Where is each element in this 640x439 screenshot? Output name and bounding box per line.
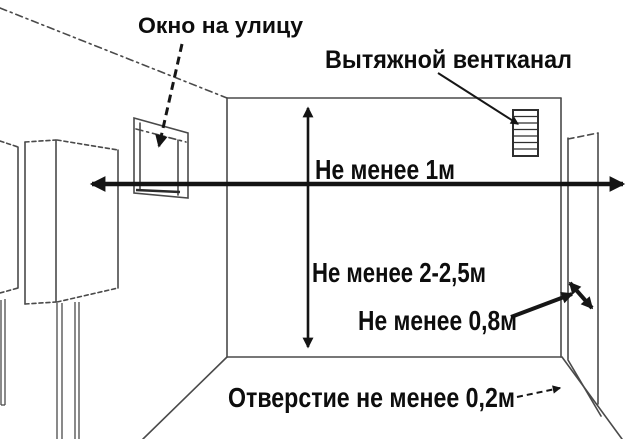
ceiling-edge-line bbox=[0, 7, 228, 99]
exhaust-vent-grille-icon bbox=[512, 109, 539, 157]
room-outline bbox=[0, 7, 623, 439]
door-gap-label: Отверстие не менее 0,2м bbox=[228, 382, 515, 413]
door-leaf-icon bbox=[567, 132, 602, 417]
front-clearance-range-arrow bbox=[568, 281, 594, 310]
floor-left-edge bbox=[142, 356, 228, 439]
boiler-side-bottom-edge bbox=[24, 301, 57, 305]
wall-boiler-icon bbox=[24, 139, 119, 439]
door-top-edge bbox=[567, 132, 599, 140]
boiler-front-bottom-edge bbox=[56, 287, 119, 303]
front-clearance-label: Не менее 0,8м bbox=[358, 305, 517, 336]
boiler-pipes bbox=[56, 302, 80, 439]
vent-leader-arrow bbox=[437, 72, 519, 125]
window-distance-label: Не менее 1м bbox=[315, 154, 455, 185]
boiler-front-top-edge bbox=[56, 139, 119, 151]
ceiling-height-label: Не менее 2-2,5м bbox=[312, 257, 486, 288]
boiler-side-top-edge bbox=[24, 139, 57, 143]
door-gap-leader-arrow bbox=[516, 385, 562, 398]
adjacent-unit bbox=[0, 140, 19, 406]
window-label: Окно на улицу bbox=[138, 13, 304, 38]
window-leader-arrow bbox=[155, 43, 184, 148]
vent-label: Вытяжной вентканал bbox=[325, 46, 572, 74]
window-sill-edge bbox=[135, 188, 181, 194]
door-bottom-edge bbox=[567, 359, 602, 417]
adjacent-unit-bottom-edge bbox=[0, 287, 19, 294]
front-clearance-leader-arrow bbox=[510, 292, 574, 319]
floor-right-edge bbox=[561, 356, 623, 439]
window-outer-frame bbox=[133, 116, 189, 199]
adjacent-unit-top-edge bbox=[0, 140, 19, 148]
